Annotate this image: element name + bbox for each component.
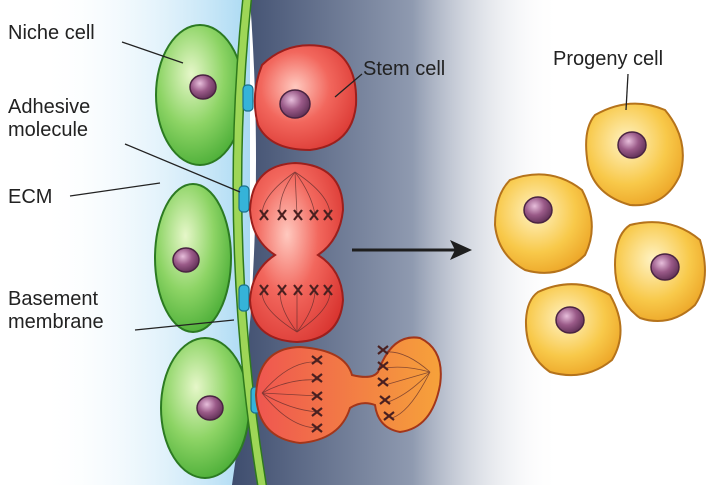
label-adhesive-molecule-line1: Adhesive xyxy=(8,96,91,118)
chromosomes-upper xyxy=(259,209,333,221)
dividing-stem-cell xyxy=(248,161,345,344)
nucleus xyxy=(189,74,217,100)
spindle-fibers-lower xyxy=(261,291,331,333)
label-stem-cell: Stem cell xyxy=(363,58,446,80)
label-basement-membrane-line2: membrane xyxy=(8,311,104,333)
leader-basement-membrane xyxy=(134,319,235,331)
label-adhesive-molecule: Adhesive molecule xyxy=(8,96,90,142)
nucleus xyxy=(196,395,224,421)
adhesive-molecule xyxy=(238,84,262,414)
differentiation-arrow xyxy=(352,240,472,260)
label-adhesive-molecule-line2: molecule xyxy=(8,119,89,141)
leader-niche-cell xyxy=(121,41,184,64)
label-ecm: ECM xyxy=(8,186,53,208)
chromosomes-right xyxy=(377,345,395,421)
spindle-fibers-right xyxy=(384,351,431,419)
nucleus xyxy=(523,196,553,224)
progeny-cell xyxy=(493,173,593,274)
label-basement-membrane-line1: Basement xyxy=(8,288,99,310)
nucleus xyxy=(279,89,311,119)
nucleus xyxy=(555,306,585,334)
asymmetric-dividing-cell xyxy=(254,336,442,445)
nucleus xyxy=(617,131,647,159)
leader-progeny-cell xyxy=(625,73,629,111)
leader-stem-cell xyxy=(334,73,363,98)
basement-membrane xyxy=(233,0,266,485)
leader-lines xyxy=(69,41,629,331)
chromosomes-lower xyxy=(259,284,333,296)
nucleus xyxy=(650,253,680,281)
label-niche-cell: Niche cell xyxy=(8,22,95,44)
progeny-cell xyxy=(524,283,622,377)
label-progeny-cell: Progeny cell xyxy=(553,48,664,70)
label-basement-membrane: Basement membrane xyxy=(8,288,104,334)
stem-cell xyxy=(253,44,358,152)
niche-cell-middle xyxy=(154,183,232,333)
progeny-cell xyxy=(613,221,706,322)
niche-cell-bottom xyxy=(160,337,250,479)
nucleus xyxy=(172,247,200,273)
chromosomes-left xyxy=(311,355,323,433)
leader-ecm xyxy=(69,182,161,197)
progeny-cell xyxy=(585,102,684,207)
leader-adhesive-molecule xyxy=(124,143,241,193)
niche-cell-top xyxy=(155,24,245,166)
